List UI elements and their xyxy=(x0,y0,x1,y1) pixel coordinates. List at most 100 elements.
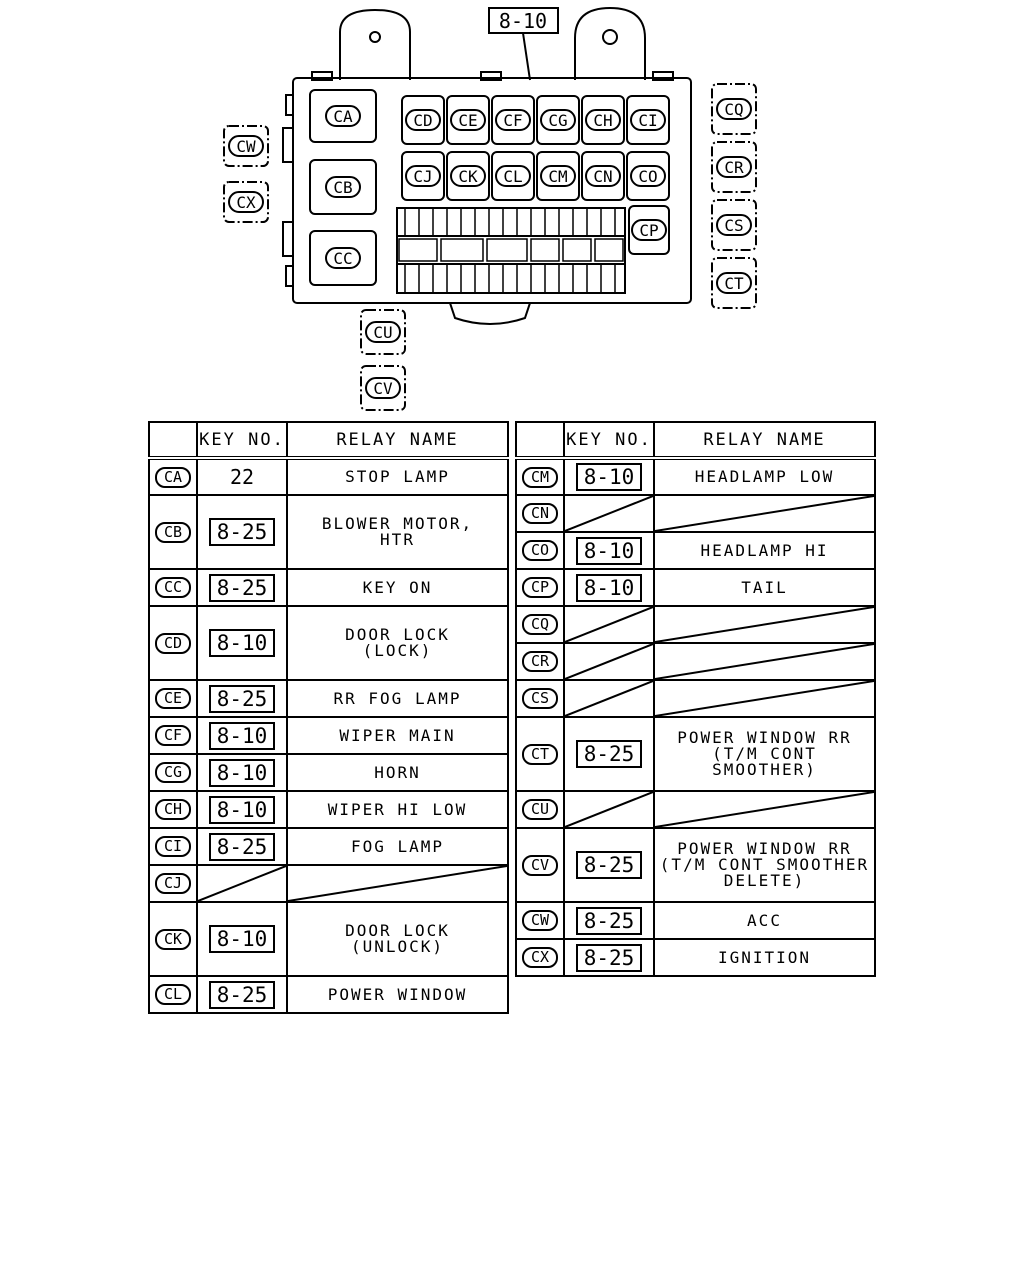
relay-code-cell: CR xyxy=(515,642,565,681)
relay-name-cell xyxy=(286,864,509,903)
key-no-label: 8-10 xyxy=(208,721,276,750)
relay-name-label: POWER WINDOW RR (T/M CONT SMOOTHER DELET… xyxy=(659,839,870,890)
relay-code-cell: CI xyxy=(148,827,198,866)
key-no-cell: 8-10 xyxy=(196,790,288,829)
relay-code-cell: CF xyxy=(148,716,198,755)
key-no-cell: 8-25 xyxy=(563,901,655,940)
relay-name-label: HEADLAMP HI xyxy=(700,540,829,560)
relay-code-cell: CX xyxy=(515,938,565,977)
fuse-block xyxy=(396,207,626,294)
relay-socket-cv: CV xyxy=(360,365,406,411)
relay-row-cs: CS xyxy=(515,679,876,718)
relay-name-cell: KEY ON xyxy=(286,568,509,607)
mounting-hole-left xyxy=(369,31,381,43)
relay-code-badge: CV xyxy=(522,854,558,876)
relay-code-cell: CG xyxy=(148,753,198,792)
key-no-cell: 8-25 xyxy=(563,938,655,977)
relay-code-badge: CT xyxy=(522,743,558,765)
key-no-cell: 8-25 xyxy=(196,494,288,570)
relay-code-label: CL xyxy=(503,167,522,186)
relay-code-badge xyxy=(495,109,531,131)
relay-code-badge xyxy=(716,272,752,294)
relay-socket-cm: CM xyxy=(536,151,580,201)
relay-code-label: CK xyxy=(458,167,478,186)
relay-socket-cx: CX xyxy=(223,181,269,223)
relay-code-cell: CE xyxy=(148,679,198,718)
relay-name-cell: WIPER HI LOW xyxy=(286,790,509,829)
relay-code-badge xyxy=(228,191,264,213)
relay-name-cell: BLOWER MOTOR, HTR xyxy=(286,494,509,570)
relay-socket-cb: CB xyxy=(309,159,377,215)
key-no-label: 8-10 xyxy=(208,629,276,657)
relay-code-badge xyxy=(585,165,621,187)
header-key-no: KEY NO. xyxy=(196,421,288,460)
mounting-hole-right xyxy=(602,29,618,45)
relay-code-label: CO xyxy=(638,167,657,186)
relay-name-cell: HEADLAMP HI xyxy=(653,531,876,570)
relay-code-label: CE xyxy=(458,111,477,130)
mounting-tab-right xyxy=(574,6,646,80)
relay-name-label: POWER WINDOW RR (T/M CONT SMOOTHER) xyxy=(677,728,852,779)
relay-socket-cl: CL xyxy=(491,151,535,201)
key-no-label: 8-10 xyxy=(208,925,276,953)
relay-code-badge xyxy=(405,165,441,187)
relay-code-badge: CK xyxy=(155,928,191,950)
relay-code-cell: CV xyxy=(515,827,565,903)
relay-code-badge xyxy=(365,321,401,343)
header-relay-name: RELAY NAME xyxy=(653,421,876,460)
relay-code-badge: CH xyxy=(155,799,191,820)
relay-code-label: CA xyxy=(333,107,353,126)
relay-name-label: TAIL xyxy=(741,577,788,597)
relay-code-badge: CD xyxy=(155,632,191,654)
key-no-label: 8-25 xyxy=(575,906,643,935)
relay-code-cell: CQ xyxy=(515,605,565,644)
callout-label: 8-10 xyxy=(499,9,547,33)
relay-name-cell xyxy=(653,790,876,829)
relay-socket-cq: CQ xyxy=(711,83,757,135)
relay-code-label: CP xyxy=(639,221,658,240)
key-no-label: 8-10 xyxy=(575,463,643,491)
relay-code-badge xyxy=(495,165,531,187)
key-no-label: 8-25 xyxy=(575,943,643,972)
relay-name-cell: DOOR LOCK (LOCK) xyxy=(286,605,509,681)
key-no-cell xyxy=(196,864,288,903)
relay-code-badge xyxy=(631,219,667,241)
relay-socket-ca: CA xyxy=(309,89,377,143)
relay-code-cell: CD xyxy=(148,605,198,681)
key-no-cell xyxy=(563,679,655,718)
relay-box-body xyxy=(292,77,692,304)
relay-name-cell: RR FOG LAMP xyxy=(286,679,509,718)
relay-code-badge: CO xyxy=(522,540,558,561)
relay-code-badge: CW xyxy=(522,910,558,931)
relay-socket-ct: CT xyxy=(711,257,757,309)
relay-socket-cj: CJ xyxy=(401,151,445,201)
relay-name-cell: TAIL xyxy=(653,568,876,607)
relay-code-badge: CP xyxy=(522,577,558,598)
key-no-label: 22 xyxy=(229,465,255,489)
relay-name-cell: POWER WINDOW RR (T/M CONT SMOOTHER) xyxy=(653,716,876,792)
relay-socket-ce: CE xyxy=(446,95,490,145)
relay-code-badge: CU xyxy=(522,799,558,820)
relay-code-badge xyxy=(325,247,361,269)
relay-name-label: DOOR LOCK (UNLOCK) xyxy=(345,921,450,956)
key-no-cell: 8-10 xyxy=(196,716,288,755)
relay-code-badge xyxy=(325,176,361,198)
key-no-cell: 8-10 xyxy=(196,901,288,977)
relay-name-label: HORN xyxy=(374,762,421,782)
relay-code-badge xyxy=(716,156,752,178)
relay-code-label: CC xyxy=(333,249,352,268)
relay-code-label: CU xyxy=(373,323,392,342)
relay-row-cr: CR xyxy=(515,642,876,681)
relay-row-cq: CQ xyxy=(515,605,876,644)
relay-name-cell: POWER WINDOW xyxy=(286,975,509,1014)
key-no-cell: 8-25 xyxy=(563,827,655,903)
header-code xyxy=(515,421,565,460)
relay-code-badge xyxy=(585,109,621,131)
relay-code-cell: CC xyxy=(148,568,198,607)
